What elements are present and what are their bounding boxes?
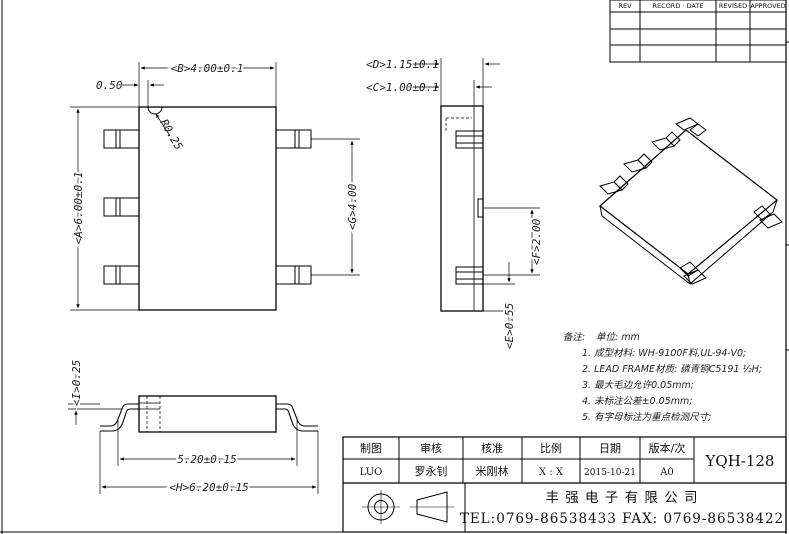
isometric-view [599, 117, 783, 285]
tb-value-approved: 米刚林 [476, 464, 509, 478]
dim-height-a: <A>6.00±0.1 [72, 172, 85, 245]
tb-header-approved: 核准 [481, 441, 503, 455]
note-item-1: 1. 成型材料: WH-9100F料,UL-94-V0; [582, 348, 746, 359]
revision-table: REV RECORD · DATE REVISED APPROVED [609, 0, 787, 63]
dim-edge-offset: 0.50 [96, 79, 123, 92]
iso-pins-left [599, 131, 681, 195]
dim-side-f: <F>2.00 [530, 218, 543, 265]
rev-header-record: RECORD · DATE [653, 2, 704, 10]
note-item-3: 3. 最大毛边允许0.05mm; [582, 379, 694, 391]
top-view-right-pins [275, 129, 312, 285]
dim-span-h: <H>6.20±0.15 [169, 481, 248, 494]
dim-span-inner: 5.20±0.15 [177, 453, 237, 466]
top-view: <B>4.00±0.1 0.50 R0.25 <A>6.00±0.1 <G>4.… [70, 60, 361, 311]
dim-width-b: <B>4.00±0.1 [171, 62, 244, 75]
dim-side-e: <E>0.55 [503, 303, 516, 349]
tb-value-version: A0 [659, 467, 674, 478]
tb-header-scale: 比例 [540, 441, 562, 455]
note-item-5: 5. 有字母标注为重点检测尺寸; [582, 411, 711, 423]
front-view: <I>0.25 5.20±0.15 <H>6.20±0.15 [68, 358, 319, 496]
notes-label: 备注: [563, 331, 585, 343]
part-number: YQH-128 [705, 452, 775, 470]
dim-depth-c: <C>1.00±0.1 [366, 81, 439, 94]
tb-value-scale: X : X [539, 467, 564, 478]
tb-header-checked: 审核 [420, 441, 442, 455]
side-view: <D>1.15±0.1 <C>1.00±0.1 <F>2.00 <E>0.55 [366, 58, 545, 351]
tb-header-version: 版本/次 [649, 441, 686, 455]
company-name: 丰 强 电 子 有 限 公 司 [545, 490, 698, 506]
dim-depth-d: <D>1.15±0.1 [366, 58, 439, 71]
tb-header-drawn: 制图 [360, 442, 382, 455]
top-view-left-pins [103, 129, 140, 285]
note-item-2: 2. LEAD FRAME材质: 磷青铜C5191 ½H; [582, 364, 762, 375]
tb-value-date: 2015-10-21 [584, 468, 636, 478]
rev-header-approved: APPROVED [750, 2, 785, 10]
iso-pins-right [675, 117, 783, 285]
dim-radius: R0.25 [157, 117, 185, 152]
company-contact: TEL:0769-86538433 FAX: 0769-86538422 [460, 511, 784, 527]
rev-header-rev: REV [618, 2, 632, 10]
tb-value-drawn: LUO [360, 467, 383, 478]
tb-header-date: 日期 [599, 442, 621, 455]
dim-thick-i: <I>0.25 [70, 360, 83, 406]
notes-unit: 单位: mm [596, 331, 640, 343]
rev-header-revised: REVISED [719, 2, 747, 10]
note-item-4: 4. 未标注公差±0.05mm; [582, 395, 692, 407]
projection-symbol-icon [362, 490, 454, 524]
tb-value-checked: 罗永钊 [415, 464, 448, 478]
dim-pitch-g: <G>4.00 [346, 183, 359, 230]
notes: 备注: 单位: mm 1. 成型材料: WH-9100F料,UL-94-V0; … [563, 331, 762, 423]
title-block: 制图 审核 核准 比例 日期 版本/次 LUO 罗永钊 米刚林 X : X 20… [342, 436, 787, 533]
